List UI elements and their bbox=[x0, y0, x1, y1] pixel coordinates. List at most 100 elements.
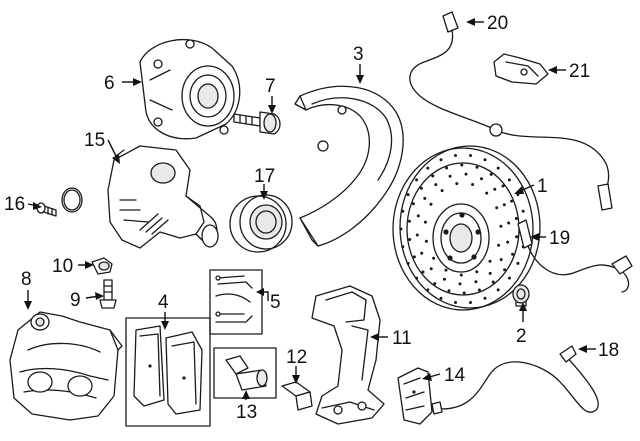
rotor-hole bbox=[415, 233, 419, 237]
rotor-hole bbox=[408, 238, 412, 241]
rotor-hole bbox=[480, 177, 483, 181]
rotor-hole bbox=[491, 280, 495, 284]
rotor-hole bbox=[462, 291, 466, 295]
rotor-hole bbox=[459, 273, 463, 277]
callout-1: 1 bbox=[537, 176, 548, 197]
rotor-hole bbox=[503, 268, 507, 272]
rotor-hole bbox=[426, 288, 430, 292]
callout-15: 15 bbox=[84, 130, 105, 151]
rotor-hole bbox=[464, 172, 468, 176]
rotor-hole bbox=[416, 214, 420, 218]
rotor-hole bbox=[507, 221, 511, 225]
callout-7: 7 bbox=[265, 76, 276, 97]
rotor-hole bbox=[507, 276, 511, 280]
rotor-hole bbox=[434, 183, 438, 187]
callout-6: 6 bbox=[104, 73, 115, 94]
leader-lines bbox=[24, 18, 596, 400]
rotor-hole bbox=[483, 296, 487, 300]
callout-16: 16 bbox=[4, 194, 25, 215]
pad-wear-clip bbox=[397, 367, 433, 425]
rotor-hole bbox=[447, 289, 451, 293]
rotor-hole bbox=[488, 271, 492, 275]
splash-shield bbox=[294, 85, 404, 247]
rotor-hole bbox=[477, 288, 481, 292]
rotor-hole bbox=[469, 301, 472, 304]
pad-hardware-kit bbox=[209, 269, 263, 335]
rotor-hole bbox=[475, 165, 479, 169]
actuator-bolt-and-seal bbox=[36, 187, 83, 217]
rotor-hole bbox=[488, 259, 492, 263]
callout-21: 21 bbox=[569, 61, 590, 82]
rotor-hole bbox=[499, 258, 503, 262]
callout-17: 17 bbox=[254, 166, 275, 187]
brake-pad-set bbox=[125, 317, 211, 427]
abs-sensor-lower bbox=[517, 219, 633, 293]
rotor-hole bbox=[515, 235, 519, 239]
rotor-hole bbox=[471, 183, 475, 186]
rotor-hole bbox=[483, 158, 487, 162]
rotor-hole bbox=[469, 154, 472, 157]
rotor-hole bbox=[458, 282, 462, 286]
rotor-hole bbox=[415, 178, 419, 182]
hub-bolt bbox=[233, 111, 281, 135]
rotor-screw bbox=[512, 284, 530, 307]
rotor-hole bbox=[401, 245, 405, 249]
rotor-hole bbox=[401, 209, 405, 213]
rotor-hole bbox=[489, 172, 493, 176]
bleeder-screw bbox=[99, 279, 117, 309]
rotor-hole bbox=[412, 255, 416, 259]
rotor-hole bbox=[455, 182, 459, 186]
callout-4: 4 bbox=[158, 292, 169, 313]
seal-bushing bbox=[229, 194, 293, 253]
wheel-hub bbox=[139, 39, 241, 140]
rotor-hole bbox=[501, 184, 505, 188]
rotor-hole bbox=[496, 166, 500, 170]
callout-9: 9 bbox=[70, 290, 81, 311]
rotor-hole bbox=[514, 217, 518, 220]
rotor-hole bbox=[445, 166, 449, 170]
rotor-hole bbox=[521, 209, 525, 213]
callout-labels: 1 2 3 4 5 6 7 8 9 10 11 12 13 14 15 16 1… bbox=[4, 13, 619, 423]
rotor-hole bbox=[510, 199, 514, 203]
rotor-hole bbox=[506, 240, 510, 244]
rotor-hole bbox=[433, 282, 437, 286]
callout-20: 20 bbox=[487, 13, 508, 34]
rotor-hole bbox=[448, 174, 452, 178]
rotor-hole bbox=[443, 277, 446, 281]
callout-12: 12 bbox=[286, 347, 307, 368]
rotor-hole bbox=[460, 163, 464, 167]
callout-11: 11 bbox=[392, 328, 412, 349]
rotor-hole bbox=[516, 261, 520, 265]
rotor-hole bbox=[502, 203, 506, 207]
callout-19: 19 bbox=[549, 228, 570, 249]
rotor-hole bbox=[485, 191, 489, 195]
rotor-hole bbox=[497, 243, 501, 247]
rotor-hole bbox=[432, 256, 436, 260]
abs-sensor-upper bbox=[409, 11, 613, 211]
rotor-hole bbox=[495, 206, 499, 210]
rotor-hole bbox=[474, 280, 478, 284]
callout-2: 2 bbox=[516, 326, 527, 347]
callout-14: 14 bbox=[444, 365, 466, 386]
rotor-hole bbox=[499, 224, 503, 228]
caliper-bracket bbox=[311, 285, 385, 425]
callout-10: 10 bbox=[52, 256, 73, 277]
callout-8: 8 bbox=[21, 269, 32, 290]
rotor-hole bbox=[426, 166, 430, 170]
callout-3: 3 bbox=[353, 44, 364, 65]
rotor-hole bbox=[429, 202, 433, 206]
guide-pin bbox=[281, 381, 313, 411]
rotor-hole bbox=[440, 189, 444, 193]
rotor-hole bbox=[439, 158, 443, 162]
rotor-hole bbox=[511, 252, 515, 256]
brake-caliper bbox=[9, 311, 123, 421]
rotor-hole bbox=[399, 227, 403, 231]
rotor-hole bbox=[507, 178, 511, 182]
rotor-hole bbox=[475, 270, 479, 274]
callout-5: 5 bbox=[270, 292, 281, 313]
rotor-hole bbox=[423, 196, 427, 200]
rotor-hole bbox=[423, 220, 427, 224]
rotor-hole bbox=[407, 219, 411, 223]
